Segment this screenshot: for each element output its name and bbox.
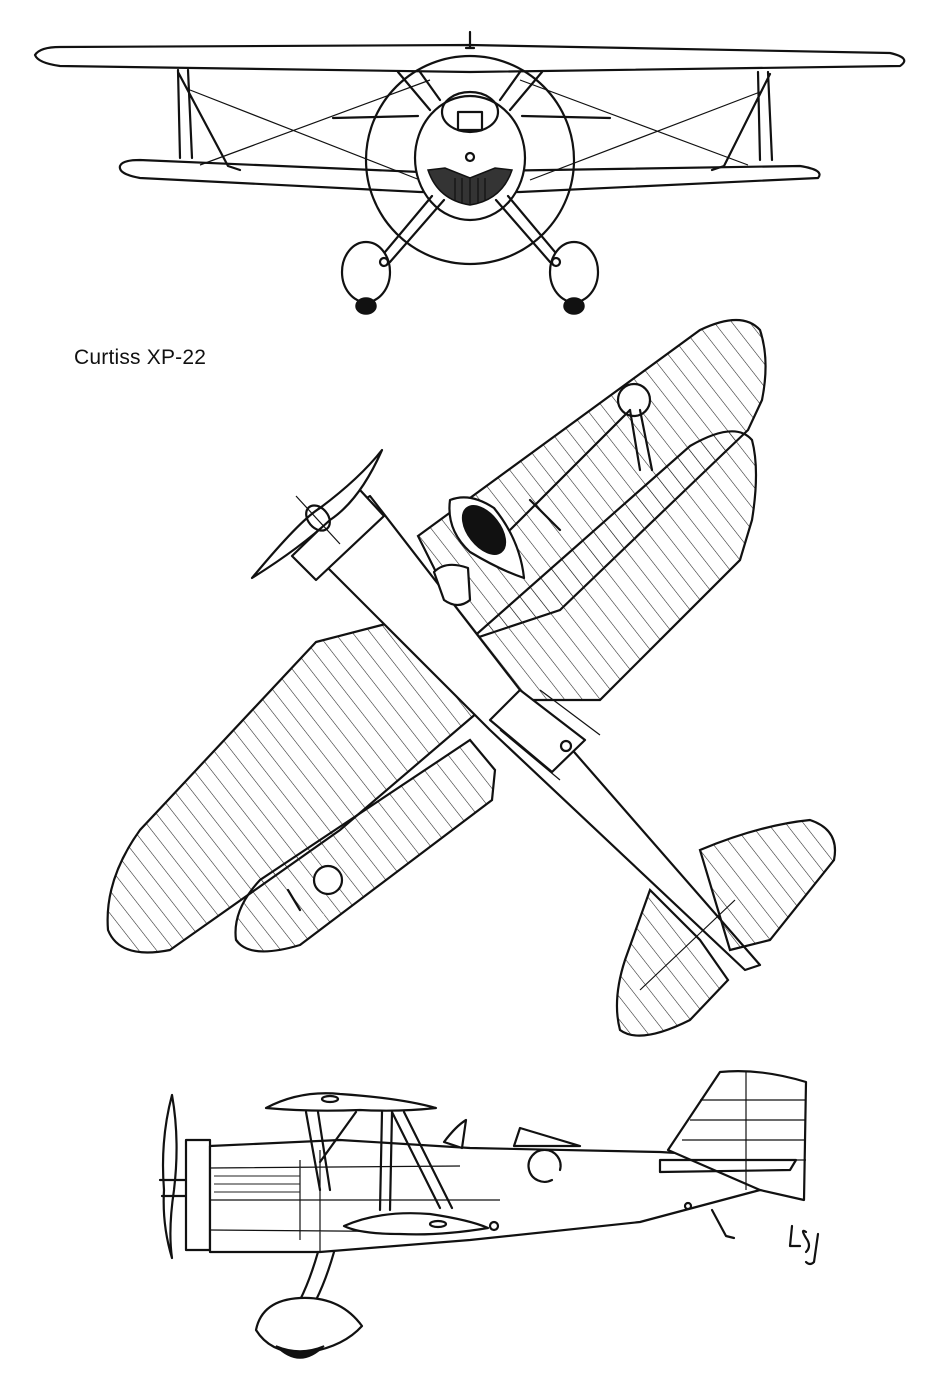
front-left-tire (355, 297, 377, 315)
plan-tailplane-left (615, 887, 730, 1037)
plan-spinner (305, 504, 331, 532)
front-cabane-struts (396, 70, 544, 112)
front-tailplane (331, 114, 612, 120)
plan-upper-wing-left (106, 610, 494, 954)
plan-lower-wing-right (468, 430, 758, 702)
side-cabane-struts (304, 1110, 454, 1212)
front-left-gear-leg (378, 194, 446, 264)
plan-tailplane-right (698, 818, 837, 952)
side-insignia (527, 1148, 562, 1183)
front-left-strut (176, 68, 242, 172)
plan-wheel-lower (312, 864, 344, 896)
side-wheel-spat (254, 1296, 364, 1354)
side-tire (275, 1345, 325, 1359)
side-view (158, 1070, 820, 1359)
artist-signature (788, 1224, 820, 1266)
side-lower-wing (342, 1212, 490, 1236)
plan-wing-root (488, 688, 587, 774)
side-tail-fin (666, 1070, 808, 1202)
side-gear-leg (298, 1250, 336, 1302)
front-left-wheel-spat (340, 240, 392, 304)
front-right-strut (710, 70, 774, 172)
plan-cockpit-opening (461, 505, 507, 555)
propeller-disc (364, 54, 576, 266)
front-right-gear-leg (494, 194, 562, 264)
plan-view (106, 319, 837, 1037)
side-tail-skid (710, 1208, 736, 1240)
front-right-tire (563, 297, 585, 315)
front-lower-wing (118, 158, 821, 194)
side-upper-wing (264, 1092, 438, 1112)
front-upper-wing (33, 43, 906, 74)
side-stabilizer (658, 1158, 798, 1174)
front-right-wheel-spat (548, 240, 600, 304)
side-windscreen (442, 1118, 468, 1150)
plan-propeller (250, 448, 384, 580)
side-propeller (161, 1093, 178, 1260)
front-bracing-wires (189, 79, 761, 181)
front-fin (464, 30, 476, 50)
plan-lower-wing-left (234, 738, 497, 953)
aircraft-title: Curtiss XP-22 (74, 346, 207, 369)
side-engine-nose (184, 1138, 212, 1252)
front-view (33, 30, 906, 315)
plan-wheel-upper (616, 382, 652, 418)
side-headrest (512, 1126, 582, 1148)
